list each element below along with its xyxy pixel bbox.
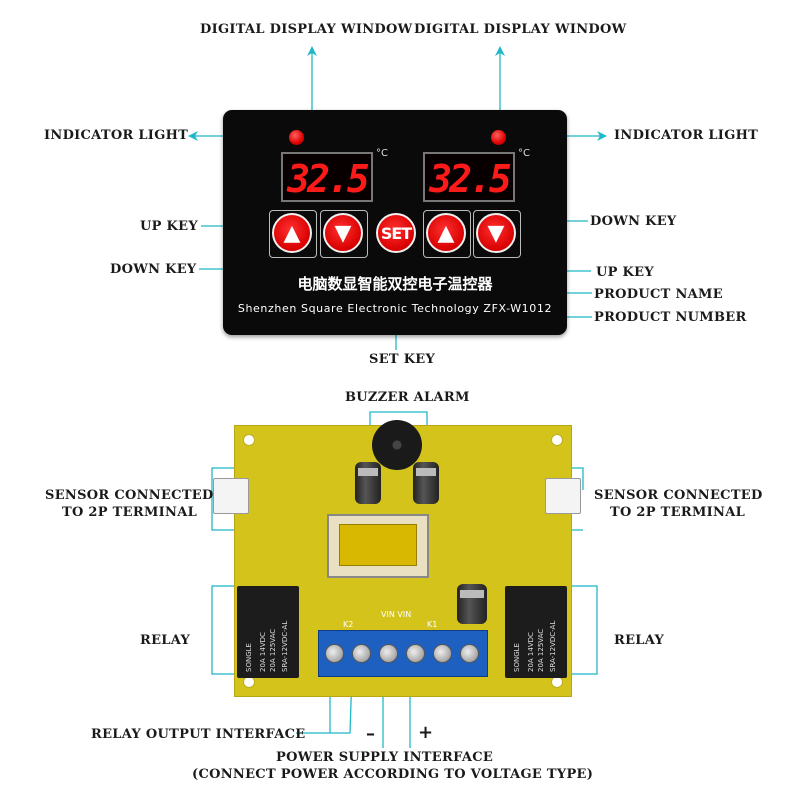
digital-display-left: 32.5 bbox=[281, 152, 373, 202]
label-power-supply-interface: POWER SUPPLY INTERFACE bbox=[276, 750, 494, 765]
terminal-block bbox=[318, 630, 488, 677]
terminal-screw[interactable] bbox=[406, 644, 425, 663]
buzzer bbox=[372, 420, 422, 470]
down-key-left[interactable]: ▼ bbox=[323, 213, 363, 253]
label-sensor-left-line2: TO 2P TERMINAL bbox=[62, 505, 198, 520]
terminal-screw[interactable] bbox=[460, 644, 479, 663]
label-relay-left: RELAY bbox=[140, 633, 191, 648]
label-display-window-right: DIGITAL DISPLAY WINDOW bbox=[414, 22, 627, 37]
digital-display-right: 32.5 bbox=[423, 152, 515, 202]
product-name-english: Shenzhen Square Electronic Technology ZF… bbox=[237, 302, 553, 315]
relay-right-model: SRA-12VDC-AL bbox=[549, 620, 557, 672]
label-product-number: PRODUCT NUMBER bbox=[594, 310, 747, 325]
mount-hole bbox=[551, 434, 563, 446]
label-plus: + bbox=[418, 722, 434, 743]
up-key-right-frame bbox=[423, 210, 471, 258]
capacitor bbox=[355, 462, 381, 504]
relay-right: SONGLE 20A 14VDC 20A 125VAC SRA-12VDC-AL bbox=[505, 586, 567, 678]
label-power-supply-note: (CONNECT POWER ACCORDING TO VOLTAGE TYPE… bbox=[192, 767, 594, 782]
degree-unit-left: °C bbox=[376, 148, 388, 159]
up-key-left-frame bbox=[269, 210, 317, 258]
label-set-key: SET KEY bbox=[369, 352, 436, 367]
capacitor bbox=[457, 584, 487, 624]
silk-k1: K1 bbox=[427, 620, 438, 629]
relay-left-model: SRA-12VDC-AL bbox=[281, 620, 289, 672]
silk-k2: K2 bbox=[343, 620, 354, 629]
relay-right-brand: SONGLE bbox=[513, 643, 521, 672]
indicator-light-right bbox=[491, 130, 506, 145]
up-key-left[interactable]: ▲ bbox=[272, 213, 312, 253]
silk-vin: VIN VIN bbox=[381, 610, 412, 619]
up-key-right[interactable]: ▲ bbox=[426, 213, 466, 253]
product-name-chinese: 电脑数显智能双控电子温控器 bbox=[297, 275, 493, 293]
relay-right-rating1: 20A 14VDC bbox=[527, 632, 535, 672]
label-indicator-light-right: INDICATOR LIGHT bbox=[614, 128, 759, 143]
down-key-right-frame bbox=[473, 210, 521, 258]
relay-left-brand: SONGLE bbox=[245, 643, 253, 672]
label-indicator-light-left: INDICATOR LIGHT bbox=[44, 128, 189, 143]
terminal-screw[interactable] bbox=[352, 644, 371, 663]
terminal-screw[interactable] bbox=[325, 644, 344, 663]
capacitor bbox=[413, 462, 439, 504]
label-sensor-right-line1: SENSOR CONNECTED bbox=[594, 488, 763, 503]
label-sensor-left-line1: SENSOR CONNECTED bbox=[45, 488, 214, 503]
relay-right-rating2: 20A 125VAC bbox=[537, 628, 545, 672]
terminal-screw[interactable] bbox=[433, 644, 452, 663]
relay-left-rating2: 20A 125VAC bbox=[269, 628, 277, 672]
label-display-window-left: DIGITAL DISPLAY WINDOW bbox=[200, 22, 413, 37]
label-sensor-right-line2: TO 2P TERMINAL bbox=[610, 505, 746, 520]
label-up-key-left: UP KEY bbox=[140, 219, 198, 234]
down-key-right[interactable]: ▼ bbox=[476, 213, 516, 253]
relay-left: SONGLE 20A 14VDC 20A 125VAC SRA-12VDC-AL bbox=[237, 586, 299, 678]
indicator-light-left bbox=[289, 130, 304, 145]
front-panel: 32.5 °C 32.5 °C ▲ ▼ SET ▲ ▼ 电脑数显智能双控电子温控… bbox=[223, 110, 567, 335]
degree-unit-right: °C bbox=[518, 148, 530, 159]
sensor-terminal-left bbox=[213, 478, 249, 514]
set-key[interactable]: SET bbox=[376, 213, 416, 253]
label-down-key-right: DOWN KEY bbox=[590, 214, 677, 229]
label-buzzer-alarm: BUZZER ALARM bbox=[345, 390, 470, 405]
label-relay-output-interface: RELAY OUTPUT INTERFACE bbox=[91, 727, 306, 742]
down-key-left-frame bbox=[320, 210, 368, 258]
label-product-name: PRODUCT NAME bbox=[594, 287, 723, 302]
terminal-screw[interactable] bbox=[379, 644, 398, 663]
label-relay-right: RELAY bbox=[614, 633, 665, 648]
circuit-board: SONGLE 20A 14VDC 20A 125VAC SRA-12VDC-AL… bbox=[213, 420, 581, 697]
label-minus: – bbox=[366, 723, 376, 744]
relay-left-rating1: 20A 14VDC bbox=[259, 632, 267, 672]
sensor-terminal-right bbox=[545, 478, 581, 514]
label-up-key-right: UP KEY bbox=[596, 265, 654, 280]
transformer bbox=[327, 514, 429, 578]
label-down-key-left: DOWN KEY bbox=[110, 262, 197, 277]
mount-hole bbox=[243, 434, 255, 446]
